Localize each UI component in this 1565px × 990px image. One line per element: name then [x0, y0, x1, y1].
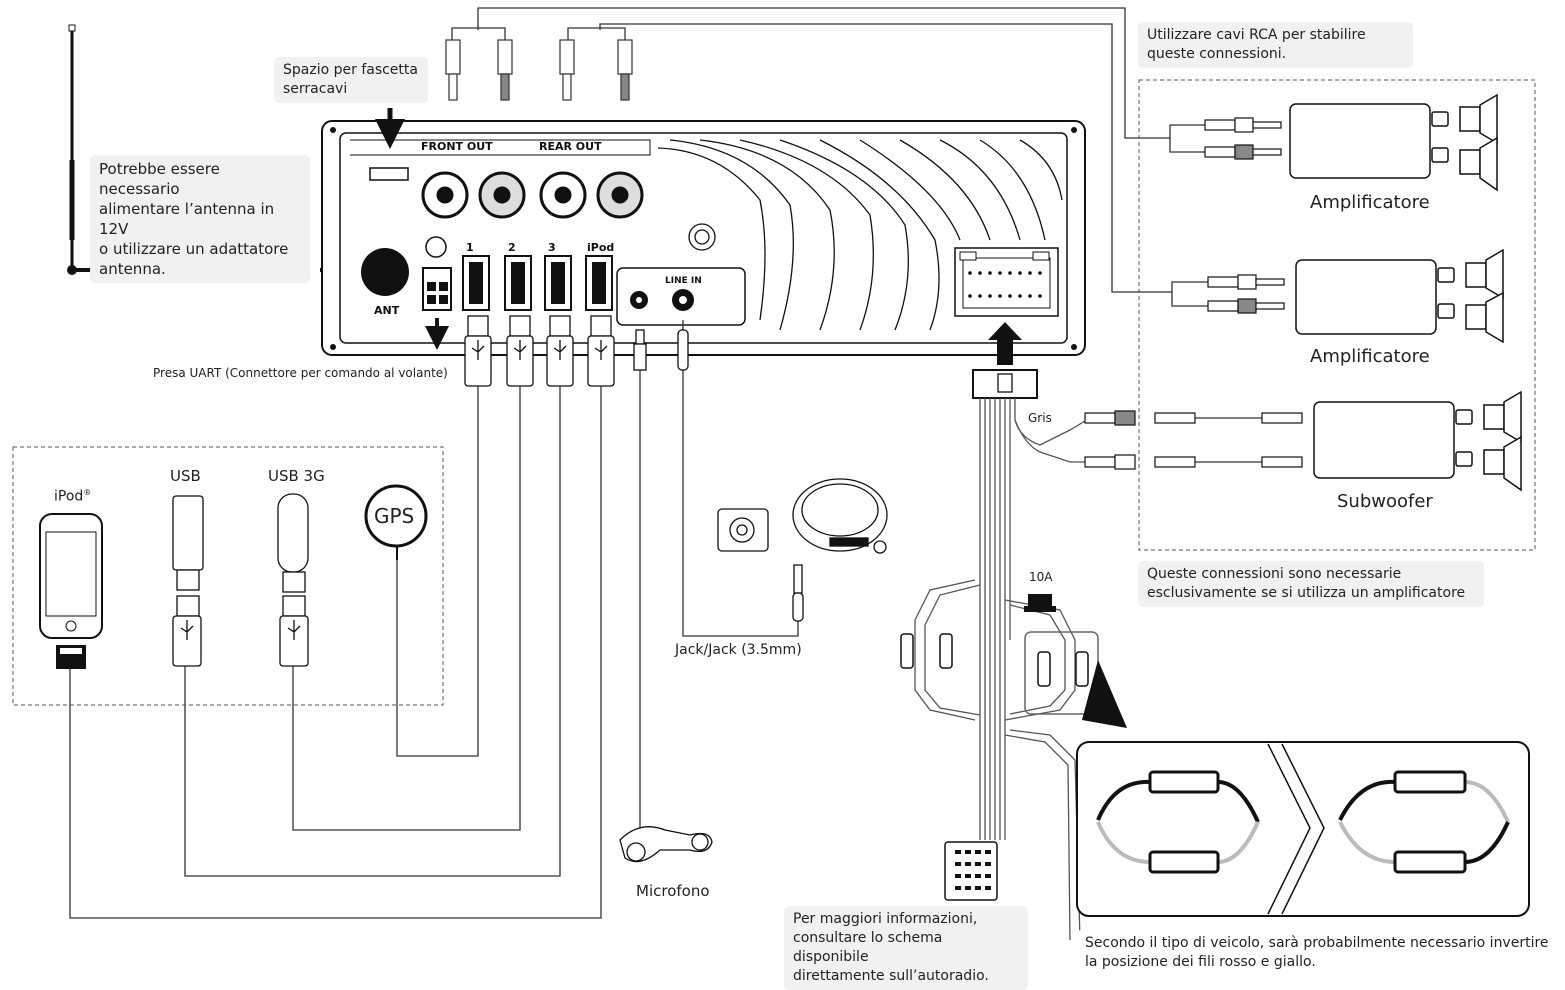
- swap-connectors: [1148, 770, 1467, 874]
- fuse: [1024, 594, 1056, 612]
- fuse-label: 10A: [1029, 570, 1053, 584]
- usb-port-2-label: 2: [508, 241, 516, 254]
- line-in-label: LINE IN: [665, 276, 702, 286]
- rear-out-label: REAR OUT: [539, 140, 602, 153]
- uart-socket: [422, 236, 452, 350]
- subwoofer-label: Subwoofer: [1337, 491, 1433, 512]
- device-cables: [69, 320, 799, 919]
- gps-label: GPS: [374, 504, 415, 528]
- microfono-label: Microfono: [636, 882, 710, 900]
- mp3-players: [717, 478, 888, 622]
- mic-jack: [633, 329, 689, 371]
- tie-space-callout: Spazio per fascetta serracavi: [274, 57, 428, 103]
- heatsink: [657, 139, 1063, 331]
- microphone-device: [619, 826, 713, 863]
- amp-only-callout: Queste connessioni sono necessarie esclu…: [1138, 561, 1484, 607]
- amplifier-units: [1289, 93, 1522, 492]
- gps-antenna: [364, 484, 428, 560]
- usb3g-label: USB 3G: [268, 467, 325, 485]
- usb-3g-stick: [277, 493, 309, 667]
- usb-port-ipod-label: iPod: [587, 241, 615, 254]
- ipod-registered-mark: ®: [83, 488, 92, 497]
- zoom-pointer: [1082, 660, 1127, 728]
- usb-port-1-label: 1: [466, 241, 474, 254]
- antenna-note-callout: Potrebbe essere necessario alimentare l’…: [90, 155, 310, 283]
- usb-port-3-label: 3: [548, 241, 556, 254]
- usb-symbols: [471, 340, 608, 360]
- uart-label: Presa UART (Connettore per comando al vo…: [153, 366, 448, 380]
- swap-wires-after: [1338, 779, 1510, 864]
- rca-note-callout: Utilizzare cavi RCA per stabilire queste…: [1138, 22, 1413, 68]
- harness-connectors: [900, 631, 1099, 715]
- amplifier-2-label: Amplificatore: [1310, 346, 1430, 367]
- line-in-area: [616, 267, 746, 326]
- rca-cables-top: [451, 7, 1172, 293]
- amplifier-box: [1138, 79, 1536, 551]
- main-harness: [914, 369, 1091, 941]
- ant-label: ANT: [374, 304, 400, 317]
- swap-zoom-panel: [1076, 741, 1530, 917]
- iso-arrow: [988, 322, 1022, 365]
- front-out-label: FRONT OUT: [421, 140, 493, 153]
- ipod-device: [39, 513, 103, 669]
- wiring-diagram: [12, 7, 1536, 941]
- swap-wires-before: [1096, 779, 1260, 864]
- ipod-label-text: iPod: [54, 488, 84, 505]
- jack-label: Jack/Jack (3.5mm): [675, 642, 802, 658]
- rca-plugs-top: [445, 39, 633, 101]
- usb-sockets: [462, 255, 613, 311]
- usb-label: USB: [170, 467, 201, 485]
- iso-connector: [954, 247, 1059, 317]
- devices-box: [12, 446, 444, 706]
- ipod-label: iPod®: [54, 488, 91, 505]
- swap-note-callout: Secondo il tipo di veicolo, sarà probabi…: [1076, 930, 1562, 976]
- antenna-socket: [361, 248, 409, 296]
- more-info-callout: Per maggiori informazioni, consultare lo…: [784, 906, 1028, 990]
- rca-jacks: [421, 171, 644, 219]
- usb-stick: [172, 495, 204, 667]
- quadlock-connector: [944, 841, 998, 901]
- amp-rca-plugs: [1084, 117, 1303, 470]
- amplifier-1-label: Amplificatore: [1310, 192, 1430, 213]
- gris-label: Gris: [1028, 411, 1052, 425]
